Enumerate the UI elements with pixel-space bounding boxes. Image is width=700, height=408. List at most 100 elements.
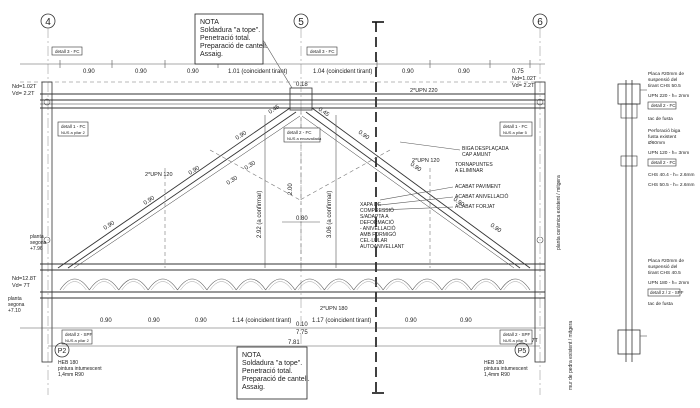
svg-text:tirant CHS 40.5: tirant CHS 40.5 (648, 270, 681, 276)
vault-arch-inner (121, 281, 146, 291)
vd-top-left: Vd= 2.2T (12, 91, 35, 97)
svg-text:XAPA DE: XAPA DE (360, 202, 382, 208)
svg-text:ACABAT FORJAT: ACABAT FORJAT (455, 204, 495, 210)
annotation-acabats: ACABAT PAVIMENT ACABAT ANIVELLACIÓ ACABA… (379, 184, 509, 211)
mur-vertical-label: mur de pedra existent / mitgera (568, 321, 574, 390)
dim-top-left-coincident: 1.01 (coincident tirant) (228, 69, 287, 75)
svg-text:AMB FORMIGÓ: AMB FORMIGÓ (360, 231, 396, 238)
dim-bottom-left-coincident: 1.14 (coincident tirant) (232, 318, 291, 324)
side-detail2fc-b: detall 2 - FC (647, 158, 677, 167)
side-detail2fc-a: detall 2 - FC (647, 101, 677, 110)
note-top: NOTA Soldadura "a tope". Penetració tota… (194, 13, 293, 89)
pillar-p2: P2 HEB 180 pintura intumescent 1,4mm R90 (54, 342, 102, 378)
side-detail (617, 80, 647, 362)
svg-text:Soldadura "a tope".: Soldadura "a tope". (242, 360, 302, 367)
svg-text:Preparació de cantell.: Preparació de cantell. (200, 43, 268, 50)
svg-text:S/ADAPTA A: S/ADAPTA A (360, 214, 389, 220)
dim-diag-6: 0.90 (409, 162, 423, 174)
dim-b-0.90-c: 0.90 (195, 318, 207, 324)
vault-arch-inner (356, 281, 381, 291)
side-tacfusta: tac de fusta (648, 116, 673, 122)
axis-4: 4 (40, 13, 56, 29)
vault-arch (206, 278, 237, 291)
diagonal-left (57, 107, 301, 269)
vault-arch (294, 278, 325, 291)
top-dimension-line (20, 60, 545, 68)
svg-text:COMPRESSIÓ: COMPRESSIÓ (360, 207, 394, 214)
svg-text:Placa #20mm de: Placa #20mm de (648, 71, 684, 77)
svg-text:Penetració total.: Penetració total. (200, 35, 251, 42)
svg-text:suspensió del: suspensió del (648, 77, 677, 83)
upn220-label: 2*UPN 220 (410, 88, 438, 94)
vault-arch (89, 278, 119, 291)
vault-arch-inner (503, 281, 528, 291)
svg-text:1,4mm R90: 1,4mm R90 (58, 372, 84, 378)
dim-2.92: 2.92 (a confirmar) (257, 191, 263, 238)
side-bottom-note: Placa #20mm de suspensió del tirant CHS … (648, 258, 684, 276)
svg-text:TORNAPUNTES: TORNAPUNTES (455, 162, 493, 168)
svg-text:Penetració total.: Penetració total. (242, 368, 293, 375)
side-upn220: UPN 220 - h= 2mm (648, 93, 689, 99)
center-hanger (289, 87, 313, 270)
svg-text:ACABAT ANIVELLACIÓ: ACABAT ANIVELLACIÓ (455, 193, 509, 200)
svg-text:- ANIVELLACIÓ: - ANIVELLACIÓ (360, 225, 396, 232)
svg-text:Ø60mm: Ø60mm (648, 140, 665, 146)
svg-text:NUS a pilar 2: NUS a pilar 2 (61, 130, 86, 135)
vault-arch (177, 278, 208, 291)
vault-arches (59, 278, 531, 291)
side-top-note: Placa #20mm de suspensió del tirant CHS … (648, 71, 684, 89)
detail2-spf-right: detall 2 - SPF NUS a pilar 5 (499, 329, 533, 345)
side-perforacio: Perforació biga fusta existent Ø60mm (648, 128, 681, 146)
vault-arch-inner (297, 281, 322, 291)
detail2-spf-left: detall 2 - SPF NUS a pilar 2 (61, 329, 93, 345)
dim-diag-030-a: 0.30 (226, 175, 240, 187)
svg-text:NOTA: NOTA (200, 19, 219, 26)
dim-0.90-d: 0.90 (402, 69, 414, 75)
vault-arch-inner (415, 281, 440, 291)
vault-arch (324, 278, 354, 291)
svg-text:+7.10: +7.10 (8, 308, 21, 314)
vault-arch (59, 278, 90, 291)
side-detail2spf: detall 2 / 2 - SPF (647, 288, 684, 297)
svg-text:Soldadura "a tope".: Soldadura "a tope". (200, 27, 260, 34)
svg-text:Perforació biga: Perforació biga (648, 128, 681, 134)
dim-diag-3: 0.90 (188, 165, 202, 177)
vault-arch (265, 278, 296, 291)
dim-diag-5: 0.90 (357, 130, 371, 142)
annotation-tornapuntes: TORNAPUNTES A ELIMINAR (455, 162, 493, 174)
vault-arch-inner (180, 281, 205, 291)
vault-arch (382, 278, 413, 291)
upn120-right: 2*UPN 120 (412, 158, 440, 164)
dim-3.06: 3.06 (a confirmar) (327, 191, 333, 238)
axis-6: 6 (532, 13, 548, 29)
dim-2.00: 2.00 (288, 183, 294, 195)
dim-7.81: 7.81 (288, 340, 300, 346)
side-chs2: CHS 50.5 - h= 2.6mm (648, 182, 695, 188)
svg-text:detall 1 - FC: detall 1 - FC (61, 124, 86, 129)
vault-arch (236, 278, 266, 291)
svg-text:P5: P5 (518, 348, 527, 355)
dim-diag-045-l: 0.45 (268, 104, 282, 116)
svg-text:HEB 180: HEB 180 (484, 360, 504, 366)
svg-text:detall 3 - FC: detall 3 - FC (55, 49, 80, 54)
dim-0.90-a: 0.90 (83, 69, 95, 75)
dim-b-0.90-a: 0.90 (100, 318, 112, 324)
nd-top-left: Nd=1.02T (12, 84, 37, 90)
detail1-fc-left: detall 1 - FC NUS a pilar 2 (57, 121, 89, 137)
note-bottom: NOTA Soldadura "a tope". Penetració tota… (236, 346, 310, 400)
vault-arch (118, 278, 149, 291)
dim-0.80: 0.80 (296, 216, 308, 222)
svg-text:4: 4 (45, 17, 51, 28)
vault-arch-inner (150, 281, 175, 291)
vault-arch (471, 278, 501, 291)
dim-diag-030-b: 0.30 (244, 160, 258, 172)
svg-text:6: 6 (537, 17, 543, 28)
svg-text:NUS a pilar 2: NUS a pilar 2 (65, 338, 90, 343)
side-upn120: UPN 120 - h= 3mm (648, 150, 689, 156)
svg-text:pintura intumescent: pintura intumescent (484, 366, 528, 372)
svg-text:5: 5 (298, 17, 304, 28)
svg-text:detall 3 - FC: detall 3 - FC (310, 49, 335, 54)
vault-arch-inner (474, 281, 498, 291)
vault-arch-inner (62, 281, 87, 291)
